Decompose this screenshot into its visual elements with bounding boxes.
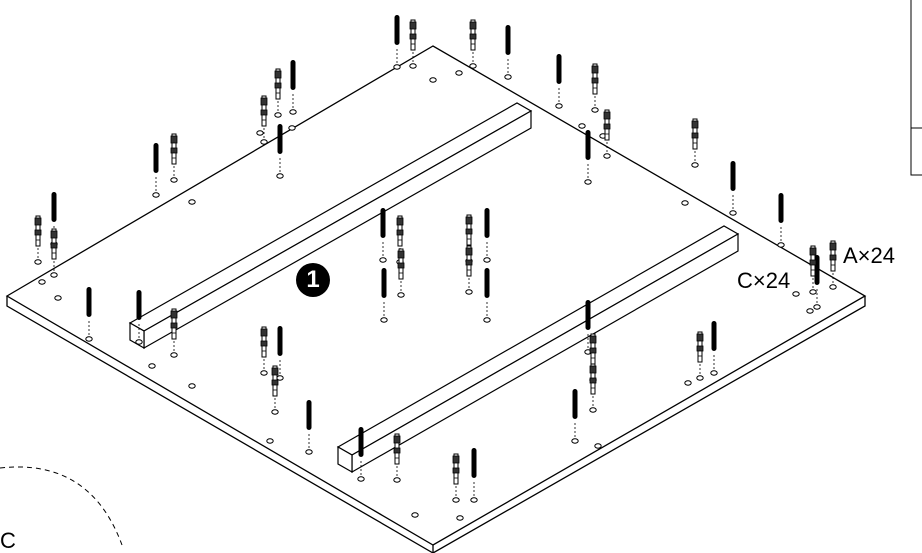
dowel-c bbox=[585, 130, 591, 160]
hole bbox=[38, 279, 46, 285]
dowel-c bbox=[86, 287, 92, 317]
hole bbox=[256, 130, 264, 136]
hole bbox=[452, 497, 460, 503]
dowel-c bbox=[484, 208, 490, 238]
hole bbox=[603, 153, 611, 159]
dowel-c bbox=[572, 389, 578, 419]
dowel-c bbox=[358, 427, 364, 457]
detail-label-c: C bbox=[0, 528, 16, 553]
hole bbox=[188, 199, 196, 205]
hole bbox=[429, 77, 437, 83]
hole bbox=[571, 438, 579, 444]
hole bbox=[393, 477, 401, 483]
hole bbox=[411, 512, 419, 518]
hole bbox=[809, 289, 817, 295]
hole bbox=[710, 370, 718, 376]
hole bbox=[684, 380, 692, 386]
dowel-c bbox=[585, 300, 591, 330]
hole bbox=[276, 375, 284, 381]
hole bbox=[170, 352, 178, 358]
hole bbox=[379, 257, 387, 263]
hole bbox=[584, 179, 592, 185]
hole bbox=[594, 443, 602, 449]
hole bbox=[260, 370, 268, 376]
fastener-group bbox=[34, 15, 837, 521]
hole bbox=[54, 295, 62, 301]
hole bbox=[409, 63, 417, 69]
callout-part-a: A×24 bbox=[843, 243, 895, 268]
hole bbox=[271, 409, 279, 415]
hole bbox=[276, 173, 284, 179]
dowel-c bbox=[711, 321, 717, 351]
detail-circle-arc bbox=[0, 466, 123, 546]
hole bbox=[792, 291, 800, 297]
hole bbox=[469, 63, 477, 69]
hole bbox=[829, 284, 837, 290]
hole bbox=[465, 289, 473, 295]
hole bbox=[85, 336, 93, 342]
dowel-c bbox=[277, 124, 283, 154]
hole bbox=[729, 210, 737, 216]
hole bbox=[170, 177, 178, 183]
hole bbox=[274, 112, 282, 118]
panel-front-edge-left bbox=[6, 296, 866, 553]
hole bbox=[456, 515, 464, 521]
hole bbox=[34, 259, 42, 265]
dowel-c bbox=[778, 193, 784, 223]
hole bbox=[397, 292, 405, 298]
dowel-c bbox=[380, 208, 386, 238]
hole bbox=[696, 375, 704, 381]
hole bbox=[135, 339, 143, 345]
frame-border bbox=[910, 0, 922, 176]
hole bbox=[777, 242, 785, 248]
hole bbox=[188, 383, 196, 389]
step-number-badge: 1 bbox=[296, 263, 330, 297]
hole bbox=[691, 162, 699, 168]
hole bbox=[289, 109, 297, 115]
hole bbox=[393, 64, 401, 70]
hole bbox=[266, 438, 274, 444]
dowel-c bbox=[484, 268, 490, 298]
hole bbox=[50, 272, 58, 278]
dowel-c bbox=[505, 25, 511, 55]
hole bbox=[483, 257, 491, 263]
hole bbox=[813, 304, 821, 310]
hole bbox=[578, 123, 586, 129]
dowel-c bbox=[730, 161, 736, 191]
dowel-c bbox=[136, 290, 142, 320]
hole bbox=[470, 497, 478, 503]
hole bbox=[455, 70, 463, 76]
hole bbox=[148, 363, 156, 369]
batten-2 bbox=[336, 225, 740, 474]
hole bbox=[806, 308, 814, 314]
dowel-c bbox=[556, 54, 562, 84]
hole bbox=[681, 200, 689, 206]
dowel-c bbox=[290, 60, 296, 90]
hole bbox=[288, 125, 296, 131]
dowel-c bbox=[381, 268, 387, 298]
dowel-c bbox=[153, 143, 159, 173]
callout-part-c: C×24 bbox=[737, 268, 791, 293]
hole bbox=[504, 74, 512, 80]
panel-top-face bbox=[5, 45, 867, 546]
dowel-c bbox=[51, 192, 57, 222]
hole bbox=[152, 192, 160, 198]
hole bbox=[591, 107, 599, 113]
hole bbox=[357, 476, 365, 482]
hole bbox=[305, 449, 313, 455]
dowel-c bbox=[306, 400, 312, 430]
hole bbox=[555, 103, 563, 109]
hole bbox=[380, 317, 388, 323]
dowel-c bbox=[277, 326, 283, 356]
hole bbox=[589, 407, 597, 413]
hole bbox=[260, 139, 268, 145]
dowel-c bbox=[394, 15, 400, 45]
dowel-c bbox=[471, 448, 477, 478]
hole bbox=[483, 317, 491, 323]
